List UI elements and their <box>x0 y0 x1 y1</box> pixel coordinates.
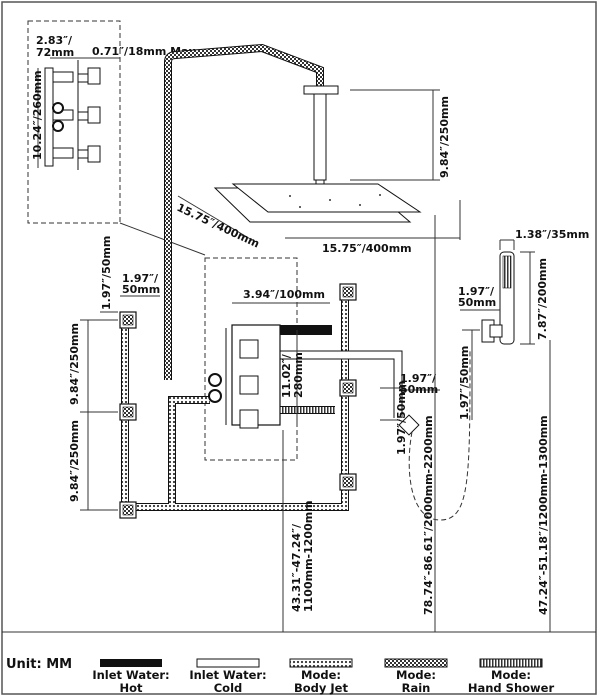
jet-width-mm-label: 50mm <box>122 283 160 296</box>
hand-shower-outlet <box>398 349 471 521</box>
jet-spacing-1-label: 9.84″/250mm <box>68 323 81 405</box>
body-jet <box>339 283 357 301</box>
jet-dimension-lines <box>80 295 160 511</box>
valve-plate-height-mm-label: 280mm <box>292 352 305 398</box>
legend-hot-line2: Hot <box>119 681 143 695</box>
body-jet <box>119 501 137 519</box>
legend-cold-line2: Cold <box>214 681 243 695</box>
outlet-vertical-label: 1.97″/50mm <box>395 381 408 455</box>
legend-rain-line2: Rain <box>402 681 431 695</box>
holder-floor-label: 47.24″-51.18″/1200mm-1300mm <box>537 415 550 615</box>
jet-width-in-label: 1.97″/ <box>122 272 159 285</box>
floor-dimension-lines <box>280 215 560 633</box>
holder-vertical-label: 1.97″/50mm <box>458 346 471 420</box>
valve-floor-mm-label: 1100mm-1200mm <box>302 500 315 612</box>
valve-height-label: 10.24″/260mm <box>31 70 44 160</box>
body-jet <box>119 403 137 421</box>
valve-width-mm-label: 72mm <box>36 46 74 59</box>
body-jet <box>119 311 137 329</box>
rain-width-label: 15.75″/400mm <box>322 242 412 255</box>
hand-height-label: 7.87″/200mm <box>536 258 549 340</box>
unit-label: Unit: MM <box>6 657 72 672</box>
holder-width-in-label: 1.97″/ <box>458 285 495 298</box>
arm-height-label: 9.84″/250mm <box>438 96 451 178</box>
legend-rain-line1: Mode: <box>396 668 436 682</box>
valve-dimension-lines <box>232 302 330 425</box>
thermostatic-valve <box>208 324 281 429</box>
valve-detail-inset <box>27 20 206 256</box>
legend-swatch-hand-shower <box>479 658 543 668</box>
legend-cold-line1: Inlet Water: <box>189 668 266 682</box>
holder-width-mm-label: 50mm <box>458 296 496 309</box>
legend-hand-shower-line1: Mode: <box>491 668 531 682</box>
legend-hot-line1: Inlet Water: <box>92 668 169 682</box>
legend-swatch-hot <box>100 659 162 667</box>
rain-dimension-lines <box>177 89 461 241</box>
valve-width-in-label: 2.83″/ <box>36 34 73 47</box>
outlet-dimension-lines <box>380 387 440 421</box>
rain-shower-head <box>213 85 422 223</box>
valve-plate-height-in-label: 11.02″/ <box>280 353 293 398</box>
cold-inlet-pipe <box>280 350 403 418</box>
valve-plate-width-label: 3.94″/100mm <box>243 288 325 301</box>
jet-spacing-2-label: 9.84″/250mm <box>68 420 81 502</box>
valve-floor-in-label: 43.31″-47.24″/ <box>290 523 303 612</box>
legend-swatch-body-jet <box>289 658 353 668</box>
body-jet <box>339 379 357 397</box>
legend-body-jet-line1: Mode: <box>301 668 341 682</box>
outlet-width-in-label: 1.97″/ <box>400 372 437 385</box>
legend-swatch-cold <box>196 658 260 668</box>
hand-width-label: 1.38″/35mm <box>515 228 589 241</box>
hot-inlet-pipe <box>280 325 332 335</box>
jet-top-label: 1.97″/50mm <box>100 236 113 310</box>
hand-shower-dimension-lines <box>460 239 535 420</box>
rain-floor-label: 78.74″-86.61″/2000mm-2200mm <box>422 415 435 615</box>
outlet-width-mm-label: 50mm <box>400 383 438 396</box>
legend-swatch-rain <box>384 658 448 668</box>
hand-shower <box>481 251 515 345</box>
legend-hand-shower-line2: Hand Shower <box>468 681 555 695</box>
legend-body-jet-line2: Body Jet <box>294 681 348 695</box>
rain-pipe <box>164 43 324 380</box>
body-jet <box>339 473 357 491</box>
